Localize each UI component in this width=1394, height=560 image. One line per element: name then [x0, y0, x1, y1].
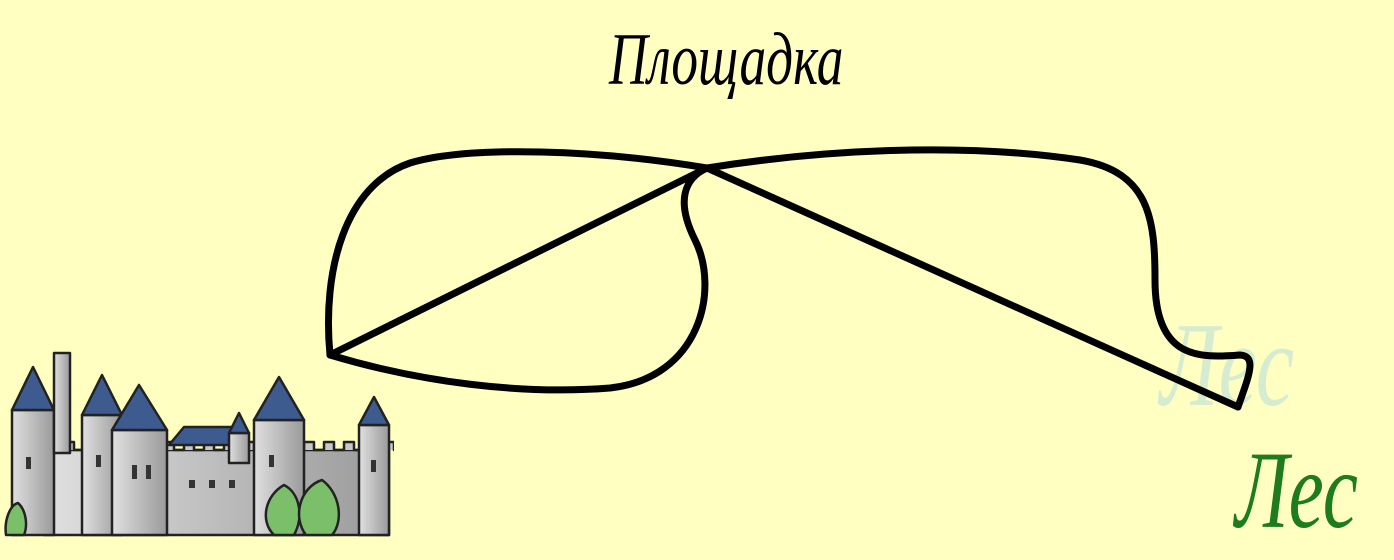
path-direct-castle — [330, 168, 707, 355]
label-forest: Лес — [1235, 420, 1358, 560]
castle-icon — [4, 345, 394, 540]
path-right-upper — [707, 150, 1250, 407]
